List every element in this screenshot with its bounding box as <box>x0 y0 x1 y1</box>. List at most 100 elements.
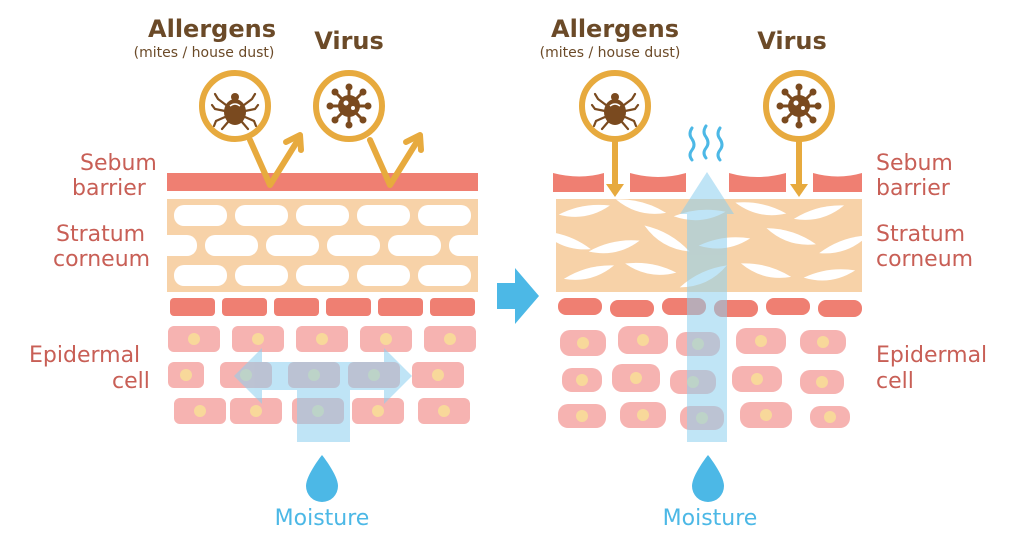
basal-cell <box>610 300 654 317</box>
left-basal-row <box>170 298 475 316</box>
left-moisture-bar <box>262 362 384 390</box>
right-virus-badge <box>763 70 835 142</box>
left-stratum-label-line1: Stratum <box>56 222 146 247</box>
cell-nucleus <box>576 374 588 386</box>
cell-nucleus <box>630 372 642 384</box>
corneocyte-flake <box>819 235 862 254</box>
left-sebum-label-line1: Sebum <box>80 151 157 176</box>
left-sebum-barrier <box>167 173 478 191</box>
cell-nucleus <box>438 405 450 417</box>
right-virus-penetration-arrow <box>790 140 808 197</box>
cell-nucleus <box>577 337 589 349</box>
water-drop-icon <box>692 455 724 502</box>
right-sebum-label-line2: barrier <box>876 176 950 201</box>
left-moisture-arrowhead-right <box>384 348 412 404</box>
right-allergen-penetration-arrow <box>606 140 624 197</box>
basal-cell <box>222 298 267 316</box>
corneocyte-brick <box>418 265 471 286</box>
left-mite-badge <box>199 70 271 142</box>
corneocyte-flake <box>556 231 591 250</box>
left-allergens-subtitle: (mites / house dust) <box>133 45 275 61</box>
right-allergens-title: Allergens <box>551 15 679 43</box>
right-epidermal-cells <box>558 326 850 430</box>
right-virus-title: Virus <box>757 27 827 55</box>
corneocyte-brick <box>235 265 288 286</box>
corneocyte-flake <box>563 265 615 280</box>
left-moisture-arrowhead-left <box>234 348 262 404</box>
evaporation-icon <box>688 124 724 162</box>
right-sebum-barrier-broken <box>553 173 862 192</box>
corneocyte-brick <box>418 205 471 226</box>
cell-nucleus <box>755 335 767 347</box>
right-panel-damaged-skin <box>553 70 862 502</box>
right-moisture-escape-arrow <box>680 172 734 442</box>
right-epidermal-label-line2: cell <box>876 369 914 394</box>
cell-nucleus <box>180 369 192 381</box>
mite-icon <box>210 92 260 131</box>
cell-nucleus <box>188 333 200 345</box>
left-stratum-label-line2: corneum <box>53 247 151 272</box>
basal-cell <box>326 298 371 316</box>
corneocyte-brick <box>388 235 441 256</box>
right-basal-row <box>558 298 862 317</box>
cell-nucleus <box>250 405 262 417</box>
cell-nucleus <box>380 333 392 345</box>
corneocyte-flake <box>803 269 856 281</box>
corneocyte-brick <box>357 265 410 286</box>
cell-nucleus <box>432 369 444 381</box>
left-allergens-title: Allergens <box>148 15 276 43</box>
corneocyte-flake <box>558 204 610 217</box>
corneocyte-flake <box>740 263 792 278</box>
corneocyte-flake <box>615 199 667 214</box>
virus-icon <box>326 83 372 129</box>
mite-icon <box>590 92 640 131</box>
cell-nucleus <box>194 405 206 417</box>
left-virus-badge <box>313 70 385 142</box>
right-mite-badge <box>579 70 651 142</box>
left-panel-healthy-skin <box>167 70 478 502</box>
corneocyte-flake <box>644 225 690 252</box>
cell-nucleus <box>316 333 328 345</box>
basal-cell <box>378 298 423 316</box>
cell-nucleus <box>252 333 264 345</box>
basal-cell <box>274 298 319 316</box>
basal-cell <box>558 298 602 315</box>
cell-nucleus <box>760 409 772 421</box>
cell-nucleus <box>817 336 829 348</box>
corneocyte-flake <box>735 202 787 216</box>
basal-cell <box>430 298 475 316</box>
cell-nucleus <box>751 373 763 385</box>
left-epidermal-label-line2: cell <box>112 369 150 394</box>
right-stratum-label-line2: corneum <box>876 247 974 272</box>
corneocyte-brick <box>167 235 197 256</box>
corneocyte-brick <box>449 235 478 256</box>
left-allergen-bounce-arrow <box>247 132 304 188</box>
left-moisture-label: Moisture <box>274 506 370 531</box>
left-sebum-label-line2: barrier <box>72 176 146 201</box>
corneocyte-brick <box>174 205 227 226</box>
cell-nucleus <box>637 409 649 421</box>
corneocyte-brick <box>296 205 349 226</box>
left-virus-title: Virus <box>314 27 384 55</box>
corneocyte-flake <box>588 240 640 254</box>
corneocyte-brick <box>174 265 227 286</box>
corneocyte-flake <box>766 228 816 245</box>
left-virus-bounce-arrow <box>367 132 424 188</box>
corneocyte-flake <box>625 262 677 275</box>
right-moisture-label: Moisture <box>662 506 758 531</box>
corneocyte-brick <box>296 265 349 286</box>
cell-nucleus <box>637 334 649 346</box>
cell-nucleus <box>824 411 836 423</box>
corneocyte-flake <box>793 205 845 220</box>
basal-cell <box>766 298 810 315</box>
basal-cell <box>170 298 215 316</box>
corneocyte-brick <box>357 205 410 226</box>
basal-cell <box>818 300 862 317</box>
left-moisture-retention-arrows <box>234 348 412 442</box>
corneocyte-brick <box>235 205 288 226</box>
water-drop-icon <box>306 455 338 502</box>
right-stratum-label-line1: Stratum <box>876 222 966 247</box>
cell-nucleus <box>816 376 828 388</box>
